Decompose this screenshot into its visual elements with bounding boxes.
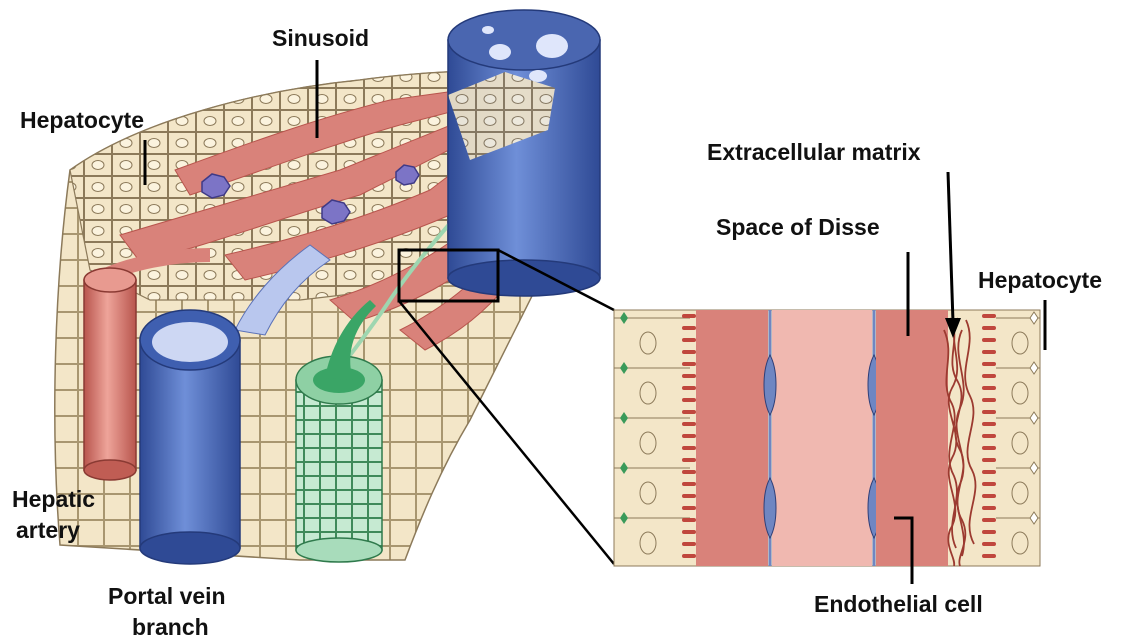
label-hepatocyte-right: Hepatocyte: [978, 267, 1102, 293]
label-extracellular-matrix: Extracellular matrix: [707, 139, 921, 165]
microvilli-left: [684, 316, 694, 556]
label-hepatic-artery-line2: artery: [16, 517, 80, 543]
label-hepatic-artery-line1: Hepatic: [12, 486, 95, 512]
label-portal-vein-line1: Portal vein: [108, 583, 226, 609]
liver-lobule: [55, 10, 600, 564]
label-sinusoid: Sinusoid: [272, 25, 369, 51]
label-hepatocyte-left: Hepatocyte: [20, 107, 144, 133]
portal-vein: [140, 310, 240, 564]
microvilli-right: [984, 316, 994, 556]
label-space-of-disse: Space of Disse: [716, 214, 880, 240]
space-of-disse-left: [696, 310, 768, 566]
hepatic-artery: [84, 268, 136, 480]
label-endothelial-cell: Endothelial cell: [814, 591, 983, 617]
label-portal-vein-line2: branch: [132, 614, 209, 640]
sinusoid-zoom-panel: [614, 310, 1040, 566]
sinusoid-lumen: [772, 310, 872, 566]
